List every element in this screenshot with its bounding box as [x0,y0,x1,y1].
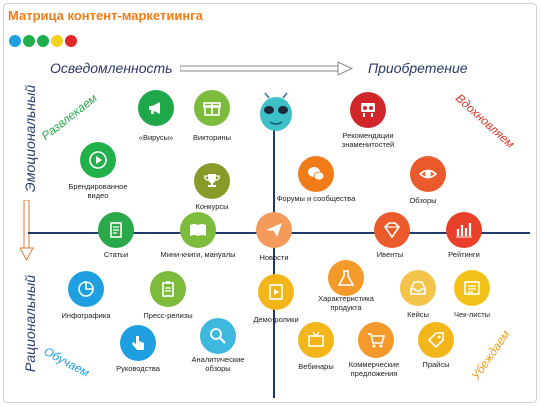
contests-node [194,163,230,199]
minibooks-node [180,212,216,248]
reviews-label: Обзоры [409,196,437,205]
slide-title: Матрица контент-маркетиинга [8,8,203,23]
trophy-icon [204,174,220,187]
articles-node [98,212,134,248]
vertical-axis [273,120,275,398]
slideshare-icon [361,103,375,117]
slide-frame [3,3,537,403]
guides-node [120,325,156,361]
news-label: Новости [259,253,289,262]
dot-green-2 [37,35,49,47]
webinars-label: Вебинары [298,362,334,371]
articles-label: Статьи [103,250,129,259]
branded-video-label: Брендированное видео [68,182,128,200]
demo-node [258,274,294,310]
celebrity-node [350,92,386,128]
news-node [256,212,292,248]
alien-mascot-icon [260,92,292,131]
prices-node [418,322,454,358]
press-label: Пресс-релизы [143,311,193,320]
emotional-arrow [20,200,34,262]
wechat-icon [308,167,325,181]
axis-acquisition: Приобретение [368,60,468,76]
product-specs-node [328,260,364,296]
cart-icon [368,333,386,348]
axis-awareness: Осведомленность [50,60,173,76]
dot-yellow [51,35,63,47]
analytics-label: Аналитические обзоры [191,355,245,373]
diamond-icon [383,222,401,239]
viruses-label: «Вирусы» [138,133,174,142]
awareness-arrow [180,62,354,76]
dot-blue [9,35,21,47]
price-tag-icon [427,332,444,349]
video-icon [269,284,283,300]
prices-label: Прайсы [422,360,450,369]
document-icon [110,222,122,238]
webinars-node [298,322,334,358]
checklists-node [454,270,490,306]
quizzes-node [194,90,230,126]
quizzes-label: Викторины [193,133,231,142]
eye-icon [418,169,438,179]
commercial-node [358,322,394,358]
product-specs-label: Характеристика продукта [318,294,374,312]
guides-label: Руководства [116,364,160,373]
book-icon [190,224,206,236]
dot-red [65,35,77,47]
axis-emotional: Эмоциональный [22,84,38,192]
infographics-node [68,271,104,307]
inbox-icon [410,281,426,295]
ratings-label: Рейтинги [448,250,480,259]
clipboard-icon [162,281,174,297]
forums-node [298,156,334,192]
reviews-node [410,156,446,192]
events-node [374,212,410,248]
play-icon [89,151,107,169]
bar-chart-icon [456,223,472,238]
infographics-label: Инфографика [61,311,111,320]
tv-icon [308,331,324,347]
branded-video-node [80,142,116,178]
pointer-hand-icon [132,336,144,350]
ratings-node [446,212,482,248]
forums-label: Форумы и сообщества [276,194,356,203]
commercial-label: Коммерческие предложения [348,360,400,378]
contests-label: Конкурсы [195,202,229,211]
press-node [150,271,186,307]
send-icon [266,223,282,237]
checklist-icon [464,281,480,295]
cases-node [400,270,436,306]
events-label: Ивенты [376,250,404,259]
demo-label: Демо-ролики [253,315,299,324]
minibooks-label: Мини-книги, мануалы [160,250,236,259]
analytics-node [200,318,236,354]
checklists-label: Чек-листы [453,310,491,319]
cases-label: Кейсы [407,310,429,319]
dot-green [23,35,35,47]
magnifier-icon [210,328,226,344]
pie-chart-icon [78,281,94,297]
axis-rational: Рациональный [22,274,38,372]
megaphone-icon [149,102,160,114]
celebrity-label: Рекомендации знаменитостей [341,131,395,149]
flask-icon [337,270,355,286]
viruses-node [138,90,174,126]
gift-icon [203,102,221,116]
